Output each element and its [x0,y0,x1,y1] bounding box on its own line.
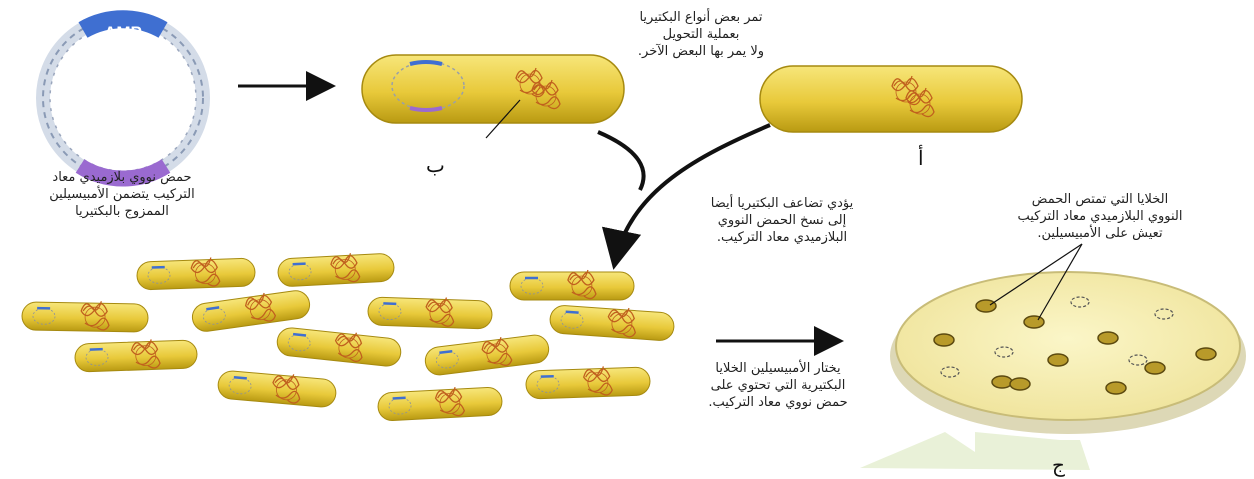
replicated-bacteria-group [22,251,675,421]
replication-note: يؤدي تضاعف البكتيريا أيضا إلى نسخ الحمض … [662,195,902,246]
surviving-colony [1024,316,1044,328]
bacterium-copy [276,325,402,368]
bacterium-copy [510,270,634,300]
surviving-colony [992,376,1012,388]
surviving-cells-note: الخلايا التي تمتص الحمض النووي البلازميد… [962,191,1238,242]
bacterium-copy [377,385,502,421]
selection-note: يختار الأمبيسيلين الخلايا البكتيرية التي… [660,360,896,411]
bacterium-copy [424,332,551,377]
bacterium-copy [217,368,337,408]
bacterium-copy [277,251,394,287]
recombinant-plasmid: AMP [43,18,203,179]
label-c: ج [1052,453,1065,477]
label-b: ب [426,153,445,177]
surviving-colony [934,334,954,346]
surviving-colony [1010,378,1030,390]
surviving-colony [976,300,996,312]
surviving-colony [1145,362,1165,374]
bacterium-copy [368,295,493,329]
untransformed-bacterium [760,66,1022,132]
transformation-note: تمر بعض أنواع البكتيريا بعملية التحويل و… [588,9,814,60]
bacterium-copy [74,338,197,372]
bacterium-copy [190,287,311,333]
surviving-colony [1196,348,1216,360]
label-a: أ [918,146,924,170]
plasmid-caption: حمض نووي بلازميدي معاد التركيب يتضمن الأ… [4,169,240,220]
bacterium-copy [136,256,255,290]
petri-dish [890,244,1246,434]
amp-label: AMP [104,23,142,42]
surviving-colony [1098,332,1118,344]
bacterium-copy [549,303,675,342]
surviving-colony [1048,354,1068,366]
bacterium-copy [525,365,650,399]
surviving-colony [1106,382,1126,394]
bacterium-copy [22,300,149,332]
transformed-bacterium [362,55,624,138]
